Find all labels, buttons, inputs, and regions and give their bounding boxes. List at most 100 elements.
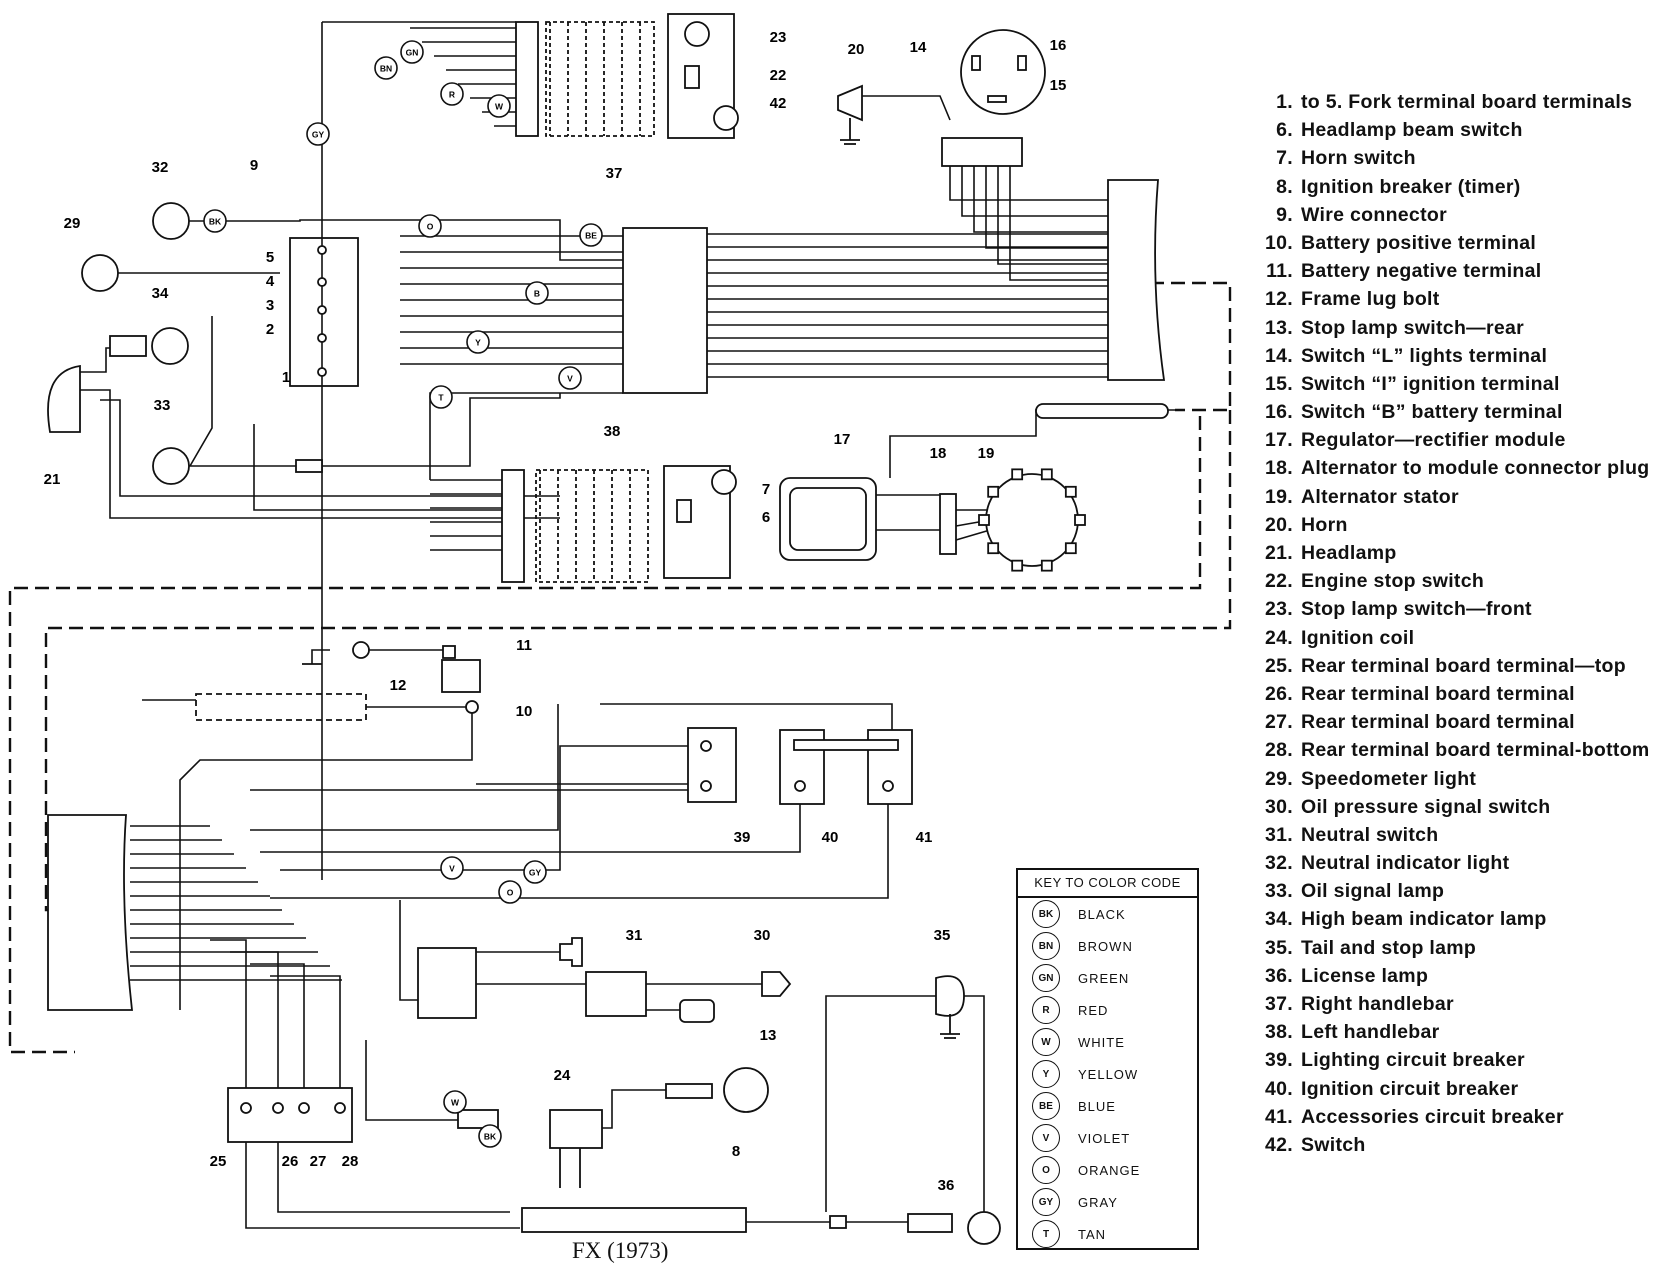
legend-label: Frame lug bolt: [1301, 288, 1440, 311]
color-name: GREEN: [1078, 970, 1130, 986]
color-code-circle: O: [1032, 1156, 1060, 1184]
callout-number: 40: [822, 829, 839, 846]
callout-number: 25: [210, 1153, 227, 1170]
wire-color-tag-label: W: [451, 1098, 460, 1108]
wire-color-tag: Y: [466, 330, 490, 354]
alternator-cable: [1035, 403, 1169, 419]
wire: [322, 393, 561, 467]
callout-number: 9: [250, 157, 258, 174]
legend-label: Switch “B” battery terminal: [1301, 401, 1563, 424]
legend-item: 16.Switch “B” battery terminal: [1245, 398, 1675, 426]
legend-number: 1.: [1276, 91, 1293, 113]
callout-number: 8: [732, 1143, 740, 1160]
wire-color-tag-label: Y: [475, 338, 481, 348]
color-name: BROWN: [1078, 938, 1133, 954]
main-connector-block: [622, 227, 708, 394]
callout-number: 6: [762, 509, 770, 526]
color-name: WHITE: [1078, 1034, 1125, 1050]
legend-item: 23.Stop lamp switch—front: [1245, 595, 1675, 623]
ignition-switch-body: [941, 137, 1023, 167]
terminal: [317, 333, 327, 343]
junction-block: [417, 947, 477, 1019]
legend-label: Ignition breaker (timer): [1301, 175, 1521, 198]
legend-label: Rear terminal board terminal—top: [1301, 654, 1626, 677]
legend-label: Alternator to module connector plug: [1301, 457, 1650, 480]
wire-color-tag: GN: [400, 40, 424, 64]
ignition-switch: [960, 29, 1046, 115]
legend-label: Stop lamp switch—front: [1301, 598, 1532, 621]
coil-terminals: [559, 1148, 581, 1188]
legend-item: 28.Rear terminal board terminal-bottom: [1245, 736, 1675, 764]
horn-switch: [711, 469, 737, 495]
legend-number: 18.: [1264, 457, 1293, 480]
callout-number: 37: [606, 165, 623, 182]
legend-number: 7.: [1276, 147, 1293, 170]
wire: [270, 786, 889, 899]
neutral-switch: [559, 937, 583, 967]
neutral-indicator-light: [152, 202, 190, 240]
wire-color-tag-label: GY: [312, 130, 325, 140]
callout-number: 29: [64, 215, 81, 232]
battery-negative: [442, 645, 456, 659]
wire: [250, 963, 305, 1102]
callout-number: 41: [916, 829, 933, 846]
color-code-circle: R: [1032, 996, 1060, 1024]
legend-label: Neutral switch: [1301, 823, 1439, 846]
wire: [1108, 281, 1232, 412]
legend-item: 19.Alternator stator: [1245, 483, 1675, 511]
legend-item: 42.Switch: [1245, 1131, 1675, 1159]
legend-item: 15.Switch “I” ignition terminal: [1245, 370, 1675, 398]
legend-item: 9.Wire connector: [1245, 201, 1675, 229]
wire-color-tag: O: [498, 880, 522, 904]
wire-color-tag-circle: [487, 94, 511, 118]
wire: [210, 939, 247, 1102]
stator-pole: [1011, 559, 1024, 572]
legend-label: Engine stop switch: [1301, 570, 1485, 593]
legend-label: License lamp: [1301, 964, 1429, 987]
color-key-title: KEY TO COLOR CODE: [1018, 870, 1197, 898]
legend-label: Rear terminal board terminal-bottom: [1301, 739, 1650, 762]
legend-label: Battery negative terminal: [1301, 260, 1542, 283]
legend-item: 29.Speedometer light: [1245, 765, 1675, 793]
wire: [825, 995, 936, 1212]
left-switch-housing: [663, 465, 731, 579]
legend-label: Horn switch: [1301, 147, 1416, 170]
wire: [960, 995, 985, 1212]
color-name: VIOLET: [1078, 1130, 1131, 1146]
wire-color-tag: W: [443, 1090, 467, 1114]
legend-label: Battery positive terminal: [1301, 231, 1537, 254]
breaker-terminal: [882, 780, 894, 792]
legend-number: 6.: [1276, 119, 1293, 142]
callout-number: 1: [282, 369, 290, 386]
legend-number: 36.: [1264, 964, 1293, 987]
callout-number: 38: [604, 423, 621, 440]
legend-label: Switch: [1301, 1133, 1366, 1156]
legend-number: 17.: [1264, 429, 1293, 452]
wire: [985, 166, 1108, 249]
legend-number: 26.: [1264, 682, 1293, 705]
callout-number: 5: [266, 249, 274, 266]
wire: [365, 1040, 458, 1121]
callout-number: 23: [770, 29, 787, 46]
color-code-circle: Y: [1032, 1060, 1060, 1088]
legend-number: 35.: [1264, 936, 1293, 959]
legend-number: 21.: [1264, 542, 1293, 564]
legend-item: 38.Left handlebar: [1245, 1018, 1675, 1046]
color-name: TAN: [1078, 1226, 1107, 1242]
legend-label: Neutral indicator light: [1301, 852, 1510, 875]
legend-item: 11.Battery negative terminal: [1245, 257, 1675, 285]
legend-item: 26.Rear terminal board terminal: [1245, 680, 1675, 708]
right-handlebar-clamp: [515, 21, 539, 137]
alternator-stator: [985, 473, 1079, 567]
wire-color-tag-circle: [466, 330, 490, 354]
callout-number: 26: [282, 1153, 299, 1170]
terminal: [334, 1102, 346, 1114]
oil-signal-lamp: [152, 447, 190, 485]
ignition-coil: [549, 1109, 603, 1149]
legend-number: 10.: [1264, 231, 1293, 254]
legend-item: 13.Stop lamp switch—rear: [1245, 314, 1675, 342]
